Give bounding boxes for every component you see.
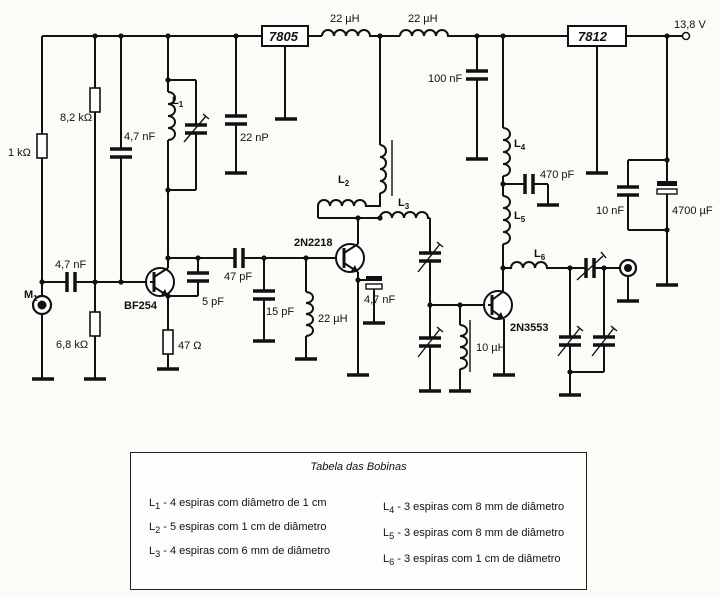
svg-text:M1: M1 xyxy=(24,289,38,303)
coil-row-l2: L2 - 5 espiras com 1 cm de diâmetro xyxy=(149,521,327,536)
inductor-top-1: 22 µH xyxy=(321,13,376,37)
trimmer-capacitor-output-a xyxy=(557,268,584,382)
svg-text:BF254: BF254 xyxy=(124,300,158,312)
microphone-m1: M1 xyxy=(24,282,54,381)
transistor-2n3553: 2N3553 xyxy=(483,290,549,334)
capacitor-4n7-input: 4,7 nF xyxy=(55,259,86,292)
svg-text:7812: 7812 xyxy=(578,29,608,44)
svg-text:22 µH: 22 µH xyxy=(330,13,360,25)
svg-text:10 nF: 10 nF xyxy=(596,205,624,217)
inductor-l1: L1 xyxy=(167,91,184,141)
coil-row-l1: L1 - 4 espiras com diâmetro de 1 cm xyxy=(149,497,327,512)
resistor-47ohm: 47 Ω xyxy=(157,329,202,371)
coil-row-l3: L3 - 4 espiras com 6 mm de diâmetro xyxy=(149,545,331,560)
svg-text:10 µH: 10 µH xyxy=(476,342,506,354)
coil-row-l4: L4 - 3 espiras com 8 mm de diâmetro xyxy=(383,501,565,516)
capacitor-4700u: 4700 µF xyxy=(656,160,713,287)
coil-row-l5: L5 - 3 espiras com 8 mm de diâmetro xyxy=(383,527,565,542)
capacitor-47p: 47 pF xyxy=(224,248,252,283)
coil-table-title: Tabela das Bobinas xyxy=(310,461,407,473)
svg-text:L6: L6 xyxy=(534,248,546,262)
svg-text:4,7 nF: 4,7 nF xyxy=(55,259,86,271)
svg-text:6,8 kΩ: 6,8 kΩ xyxy=(56,339,88,351)
supply-terminal xyxy=(681,31,691,41)
inductor-l2-feed xyxy=(379,140,393,200)
supply-voltage-label: 13,8 V xyxy=(674,19,706,31)
svg-text:8,2 kΩ: 8,2 kΩ xyxy=(60,112,92,124)
svg-text:L2: L2 xyxy=(338,174,350,188)
svg-text:100 nF: 100 nF xyxy=(428,73,463,85)
capacitor-5p: 5 pF xyxy=(165,255,224,308)
transistor-bf254: BF254 xyxy=(124,267,175,312)
trimmer-capacitor-l1 xyxy=(183,80,210,190)
svg-text:7805: 7805 xyxy=(269,29,299,44)
inductor-top-2: 22 µH xyxy=(399,13,454,37)
capacitor-4n7-bypass: 4,7 nF xyxy=(110,36,155,282)
svg-text:1 kΩ: 1 kΩ xyxy=(8,147,31,159)
inductor-22u-bias: 22 µH xyxy=(295,258,348,361)
inductor-l2: L2 xyxy=(317,174,381,219)
svg-text:22 µH: 22 µH xyxy=(408,13,438,25)
trimmer-capacitor-output-b xyxy=(591,268,618,372)
svg-text:15 pF: 15 pF xyxy=(266,306,294,318)
svg-text:470 pF: 470 pF xyxy=(540,169,575,181)
capacitor-4n7-rf: 4,7 nF xyxy=(358,276,395,325)
resistor-1k: 1 kΩ xyxy=(8,36,48,282)
svg-text:4,7 nF: 4,7 nF xyxy=(364,294,395,306)
svg-text:22 µH: 22 µH xyxy=(318,313,348,325)
inductor-l3: L3 xyxy=(379,197,430,219)
svg-text:L4: L4 xyxy=(514,138,526,152)
svg-text:L1: L1 xyxy=(172,95,184,109)
resistor-6k8: 6,8 kΩ xyxy=(56,311,106,381)
svg-text:5 pF: 5 pF xyxy=(202,296,224,308)
capacitor-100n: 100 nF xyxy=(428,36,488,161)
trimmer-capacitor-coupling xyxy=(417,241,444,305)
resistor-8k2: 8,2 kΩ xyxy=(60,36,101,312)
trimmer-capacitor-base xyxy=(417,305,444,393)
svg-text:L5: L5 xyxy=(514,210,526,224)
svg-text:2N2218: 2N2218 xyxy=(294,237,333,249)
regulator-7812: 7812 xyxy=(567,25,627,175)
svg-text:47 pF: 47 pF xyxy=(224,271,252,283)
capacitor-470p: 470 pF xyxy=(503,169,575,207)
regulator-7805: 7805 xyxy=(261,25,309,121)
supply-rail: 13,8 V xyxy=(42,19,706,41)
capacitor-15p: 15 pF xyxy=(253,258,294,343)
antenna-output-jack xyxy=(617,258,639,303)
trimmer-capacitor-output-series xyxy=(570,251,620,281)
capacitor-10n: 10 nF xyxy=(596,160,639,230)
inductor-l4: L4 xyxy=(502,127,526,177)
svg-text:47 Ω: 47 Ω xyxy=(178,340,202,352)
svg-text:22 nP: 22 nP xyxy=(240,132,269,144)
coil-row-l6: L6 - 3 espiras com 1 cm de diâmetro xyxy=(383,553,561,568)
transistor-2n2218: 2N2218 xyxy=(294,237,365,273)
capacitor-22n: 22 nP xyxy=(225,36,269,175)
svg-text:4700 µF: 4700 µF xyxy=(672,205,713,217)
inductor-10u: 10 µH xyxy=(449,305,506,393)
svg-text:2N3553: 2N3553 xyxy=(510,322,549,334)
svg-text:L3: L3 xyxy=(398,197,410,211)
inductor-l6: L6 xyxy=(503,248,569,269)
svg-text:4,7 nF: 4,7 nF xyxy=(124,131,155,143)
inductor-l5: L5 xyxy=(502,195,526,245)
coil-table: Tabela das Bobinas L1 - 4 espiras com di… xyxy=(130,452,587,590)
